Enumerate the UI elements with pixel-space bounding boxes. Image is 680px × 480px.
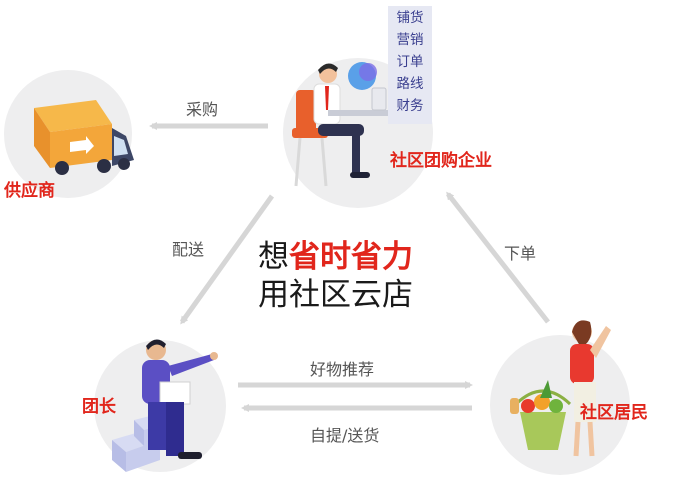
slogan-prefix: 想 <box>258 239 289 275</box>
order-label: 下单 <box>504 244 537 263</box>
feature-item: 财务 <box>396 98 424 114</box>
resident-icon <box>510 320 611 457</box>
deliver-arrow <box>179 194 275 325</box>
slogan-line2: 用社区云店 <box>258 277 413 313</box>
supplier-label: 供应商 <box>4 181 55 201</box>
feature-item: 订单 <box>396 54 424 70</box>
purchase-label: 采购 <box>186 100 219 119</box>
resident-label: 社区居民 <box>580 403 648 423</box>
order-arrow <box>446 191 550 324</box>
feature-item: 铺货 <box>396 10 424 26</box>
office-worker-icon <box>292 62 396 187</box>
center-slogan: 想省时省力 用社区云店 <box>258 238 413 314</box>
pickup-label: 自提/送货 <box>310 426 380 445</box>
feature-item: 营销 <box>396 32 424 48</box>
recommend-label: 好物推荐 <box>310 360 375 379</box>
truck-icon <box>34 100 134 175</box>
team-leader-icon <box>112 339 218 472</box>
leader-label: 团长 <box>82 397 116 417</box>
enterprise-label: 社区团购企业 <box>390 151 492 171</box>
feature-list: 铺货 营销 订单 路线 财务 <box>388 6 432 124</box>
deliver-label: 配送 <box>172 240 205 259</box>
feature-item: 路线 <box>396 76 424 92</box>
slogan-highlight: 省时省力 <box>289 239 413 275</box>
